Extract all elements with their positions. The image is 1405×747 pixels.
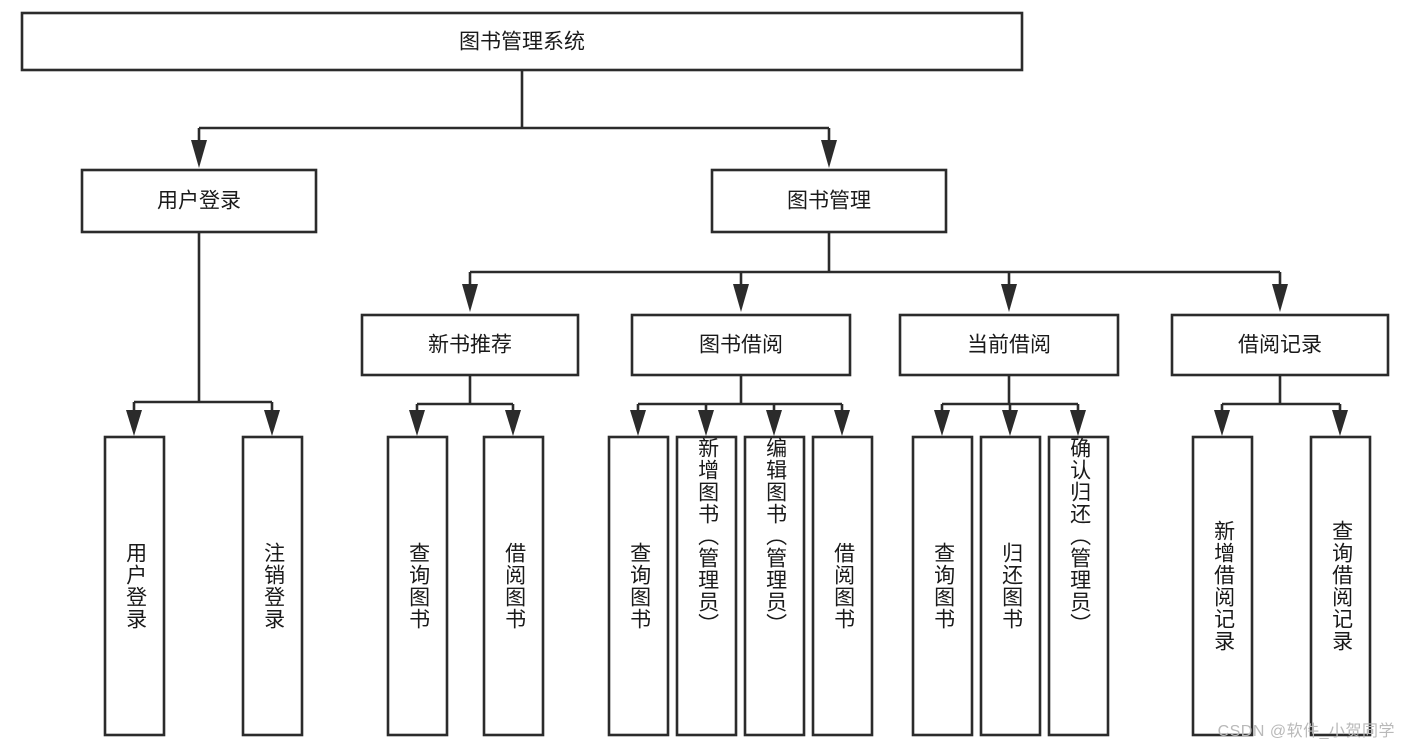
arrow-head-bb-1 (698, 410, 714, 436)
leaf-box-book-borrow-2[interactable] (743, 435, 806, 737)
node-book-borrow[interactable]: 图书借阅 (630, 313, 852, 377)
arrow-head-nb-0 (409, 410, 425, 436)
leaf-box-current-borrow-2[interactable] (1047, 435, 1110, 737)
arrow-head-l2-0 (462, 284, 478, 312)
arrow-head-user-login (191, 140, 207, 168)
node-borrow-records-label: 借阅记录 (1238, 334, 1322, 357)
arrow-head-bb-2 (766, 410, 782, 436)
node-book-management[interactable]: 图书管理 (710, 168, 948, 234)
node-book-management-label: 图书管理 (787, 190, 871, 213)
leaf-box-current-borrow-1[interactable] (979, 435, 1042, 737)
connector-root-to-level1 (191, 70, 837, 168)
arrow-head-l2-2 (1001, 284, 1017, 312)
leaf-box-user-login-0[interactable] (103, 435, 166, 737)
node-book-borrow-label: 图书借阅 (699, 334, 783, 357)
node-new-book-recommend[interactable]: 新书推荐 (360, 313, 580, 377)
node-user-login[interactable]: 用户登录 (80, 168, 318, 234)
connector-borrow-records-to-leaves (1214, 375, 1348, 436)
node-root-label: 图书管理系统 (459, 31, 585, 54)
leaf-box-user-login-1[interactable] (241, 435, 304, 737)
leaf-box-book-borrow-3[interactable] (811, 435, 874, 737)
node-user-login-box[interactable] (80, 168, 318, 234)
node-current-borrow[interactable]: 当前借阅 (898, 313, 1120, 377)
arrow-head-l2-1 (733, 284, 749, 312)
node-borrow-records[interactable]: 借阅记录 (1170, 313, 1390, 377)
leaf-box-book-borrow-0[interactable] (607, 435, 670, 737)
arrow-head-bb-3 (834, 410, 850, 436)
node-root[interactable]: 图书管理系统 (20, 11, 1024, 72)
csdn-watermark: CSDN @软件_小贺同学 (1217, 723, 1395, 740)
node-new-book-recommend-label: 新书推荐 (428, 334, 512, 357)
node-new-book-recommend-box[interactable] (360, 313, 580, 377)
leaf-box-new-book-0[interactable] (386, 435, 449, 737)
connector-book-borrow-to-leaves (630, 375, 850, 436)
arrow-head-ul-1 (264, 410, 280, 436)
node-borrow-records-box[interactable] (1170, 313, 1390, 377)
arrow-head-cb-2 (1070, 410, 1086, 436)
arrow-head-br-0 (1214, 410, 1230, 436)
arrow-head-cb-0 (934, 410, 950, 436)
leaf-box-current-borrow-0[interactable] (911, 435, 974, 737)
connector-user-login-to-leaves (126, 232, 280, 436)
node-user-login-label: 用户登录 (157, 190, 241, 213)
node-current-borrow-box[interactable] (898, 313, 1120, 377)
node-book-borrow-box[interactable] (630, 313, 852, 377)
node-root-box[interactable] (20, 11, 1024, 72)
node-book-management-box[interactable] (710, 168, 948, 234)
leaf-box-book-borrow-1[interactable] (675, 435, 738, 737)
connector-book-mgmt-to-level2 (462, 232, 1288, 312)
leaf-box-borrow-records-1[interactable] (1309, 435, 1372, 737)
arrow-head-br-1 (1332, 410, 1348, 436)
arrow-head-l2-3 (1272, 284, 1288, 312)
arrow-head-ul-0 (126, 410, 142, 436)
leaf-box-new-book-1[interactable] (482, 435, 545, 737)
leaf-box-borrow-records-0[interactable] (1191, 435, 1254, 737)
connector-new-book-to-leaves (409, 375, 521, 436)
arrow-head-bb-0 (630, 410, 646, 436)
connector-current-borrow-to-leaves (934, 375, 1086, 436)
arrow-head-book-mgmt (821, 140, 837, 168)
arrow-head-cb-1 (1002, 410, 1018, 436)
arrow-head-nb-1 (505, 410, 521, 436)
node-current-borrow-label: 当前借阅 (967, 334, 1051, 357)
